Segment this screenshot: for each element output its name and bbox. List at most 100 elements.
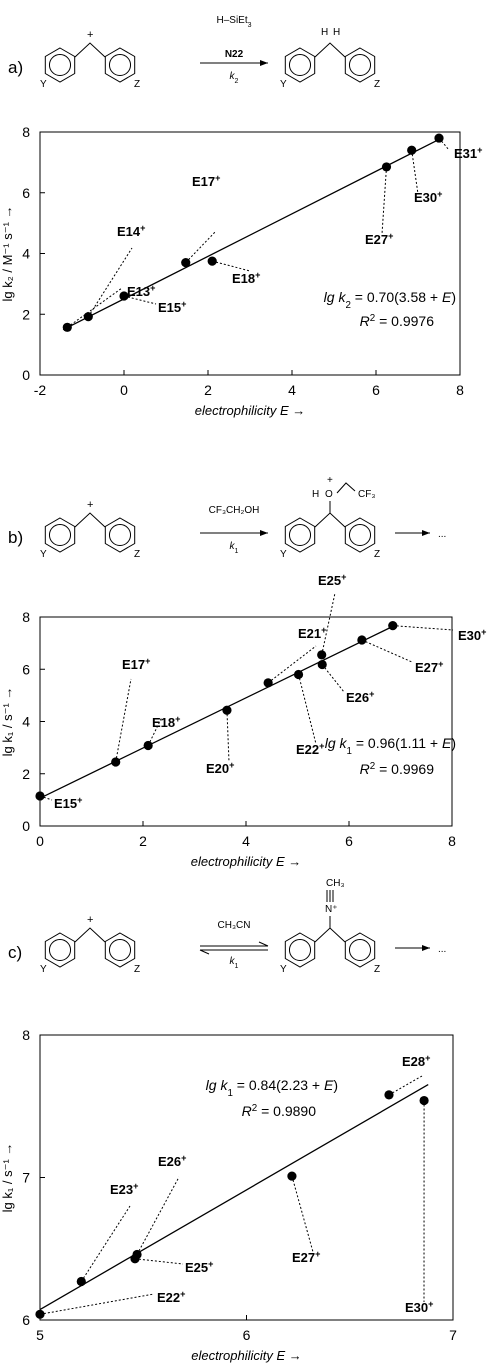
regression-line <box>39 623 398 799</box>
data-point <box>132 1249 142 1260</box>
data-point <box>317 650 327 660</box>
nitrilium-methyl: CH₃ <box>326 878 345 889</box>
left-aryl-ring <box>44 517 76 553</box>
oxonium-hydrogen: H <box>312 489 319 500</box>
x-tick-label: 0 <box>120 382 128 398</box>
data-label-leader <box>321 664 345 693</box>
central-carbon-bonds <box>74 927 106 943</box>
right-aryl-ring-aromatic-circle <box>348 523 372 547</box>
r-squared-value: R2 = 0.9976 <box>360 313 435 330</box>
data-point-label: E17+ <box>192 173 220 189</box>
data-point-label: E20+ <box>206 760 234 776</box>
data-point-label: E28+ <box>402 1053 430 1069</box>
substituent-z-label: Z <box>134 549 140 560</box>
x-tick-label: 8 <box>456 382 464 398</box>
right-aryl-ring-aromatic-circle <box>108 53 132 77</box>
reaction-arrow-head <box>260 530 268 536</box>
data-label-leader <box>134 1258 184 1265</box>
data-point-label: E25+ <box>185 1259 213 1275</box>
x-tick-label: 5 <box>36 1327 44 1343</box>
x-tick-label: 4 <box>242 833 250 849</box>
follow-up-arrow-head <box>422 530 430 536</box>
substituent-y-label: Y <box>280 964 287 975</box>
data-point-label: E26+ <box>346 689 374 705</box>
y-tick-label: 8 <box>22 124 30 140</box>
product-hydrogen-2: H <box>333 27 340 38</box>
data-label-leader <box>321 592 336 655</box>
left-aryl-ring-aromatic-circle <box>288 938 312 962</box>
nucleophile-label: N22 <box>225 49 244 60</box>
left-aryl-ring <box>44 932 76 968</box>
data-point <box>76 1276 86 1287</box>
data-point <box>35 791 45 801</box>
reagent-label: CH₃CN <box>218 920 251 931</box>
reaction-arrow-head <box>260 60 268 66</box>
x-tick-label: 2 <box>204 382 212 398</box>
data-point <box>381 162 392 172</box>
right-aryl-ring <box>344 517 376 553</box>
x-axis-label: electrophilicity E → <box>191 854 302 869</box>
central-carbon-bonds <box>74 42 106 58</box>
substituent-y-label: Y <box>40 964 47 975</box>
r-squared-value: R2 = 0.9890 <box>242 1103 317 1120</box>
panel-label: c) <box>8 943 22 962</box>
data-point-label: E15+ <box>158 299 186 315</box>
product-hydrogen-1: H <box>321 27 328 38</box>
data-label-leader <box>123 295 157 305</box>
data-label-leader <box>212 260 251 272</box>
data-point <box>384 1090 394 1100</box>
data-point <box>111 757 121 767</box>
y-tick-label: 6 <box>22 661 30 677</box>
substituent-y-label: Y <box>40 549 47 560</box>
data-point <box>287 1171 297 1181</box>
y-axis-label: lg k₁ / s⁻¹ → <box>0 687 15 757</box>
x-tick-label: 2 <box>139 833 147 849</box>
rate-constant-label: k1 <box>230 956 239 970</box>
data-point <box>293 669 304 680</box>
data-point-label: E27+ <box>292 1249 320 1265</box>
follow-up-ellipsis: ... <box>438 944 446 955</box>
left-aryl-ring <box>44 47 76 83</box>
data-label-leader <box>291 1175 314 1253</box>
data-point-label: E27+ <box>365 231 393 247</box>
data-point <box>317 659 327 670</box>
data-point <box>35 1309 45 1319</box>
left-aryl-ring <box>284 517 316 553</box>
right-aryl-ring <box>104 932 136 968</box>
y-tick-label: 7 <box>22 1170 30 1186</box>
y-tick-label: 8 <box>22 1027 30 1043</box>
r-squared-value: R2 = 0.9969 <box>360 761 435 778</box>
data-point <box>222 705 232 715</box>
right-aryl-ring <box>344 47 376 83</box>
data-point-label: E13+ <box>127 283 155 299</box>
x-axis-label: electrophilicity E → <box>195 403 306 418</box>
left-aryl-ring-aromatic-circle <box>48 53 72 77</box>
data-label-leader <box>388 1075 423 1096</box>
data-point <box>143 740 153 751</box>
data-point <box>83 312 93 322</box>
panel-label: b) <box>8 528 23 547</box>
data-label-leader <box>411 150 419 195</box>
substituent-z-label: Z <box>134 79 140 90</box>
data-label-leader <box>39 1293 155 1315</box>
rate-constant-label: k2 <box>230 71 239 85</box>
left-aryl-ring <box>284 932 316 968</box>
data-label-leader <box>115 678 132 763</box>
data-label-leader <box>381 166 387 235</box>
central-carbon-bonds <box>314 927 346 943</box>
data-point <box>388 621 398 631</box>
data-label-leader <box>438 137 450 151</box>
data-point <box>407 145 417 155</box>
right-aryl-ring-aromatic-circle <box>348 938 372 962</box>
central-carbon-bonds <box>74 512 106 528</box>
data-label-leader <box>226 710 230 763</box>
y-tick-label: 4 <box>22 246 30 262</box>
regression-equation: lg k1 = 0.84(2.23 + E) <box>206 1077 338 1099</box>
y-tick-label: 6 <box>22 1312 30 1328</box>
central-carbon-bonds <box>314 512 346 528</box>
forward-arrow-head <box>258 941 269 947</box>
follow-up-arrow-head <box>422 945 430 951</box>
data-label-leader <box>136 1176 180 1255</box>
x-tick-label: 6 <box>372 382 380 398</box>
